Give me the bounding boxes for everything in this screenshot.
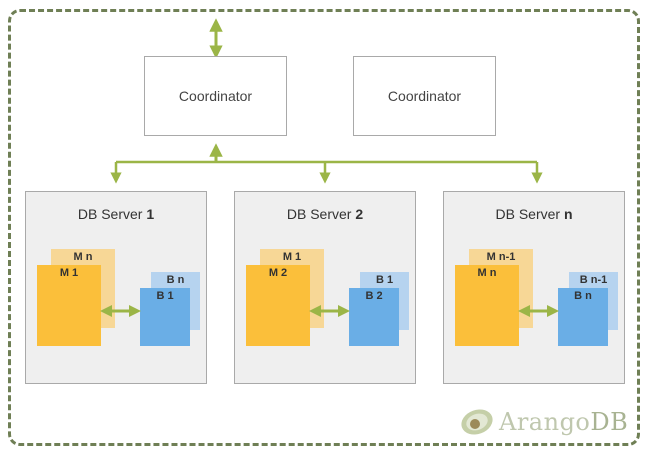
- coordinator-label: Coordinator: [387, 88, 462, 104]
- server-title: DB Server n: [495, 206, 573, 222]
- coordinator-box-2: Coordinator: [353, 56, 496, 136]
- backup-shard-front: B 2: [349, 288, 399, 346]
- server-title: DB Server 2: [286, 206, 364, 222]
- master-shard-front: M n: [455, 265, 519, 346]
- avocado-icon: [461, 409, 493, 435]
- cluster-frame: [8, 9, 640, 446]
- master-shard-front: M 2: [246, 265, 310, 346]
- master-shard-front: M 1: [37, 265, 101, 346]
- logo-wordmark: ArangoDB: [499, 408, 629, 436]
- coordinator-box-1: Coordinator: [144, 56, 287, 136]
- arangodb-logo: ArangoDB: [458, 404, 633, 440]
- server-title: DB Server 1: [77, 206, 155, 222]
- backup-shard-front: B n: [558, 288, 608, 346]
- coordinator-label: Coordinator: [178, 88, 253, 104]
- backup-shard-front: B 1: [140, 288, 190, 346]
